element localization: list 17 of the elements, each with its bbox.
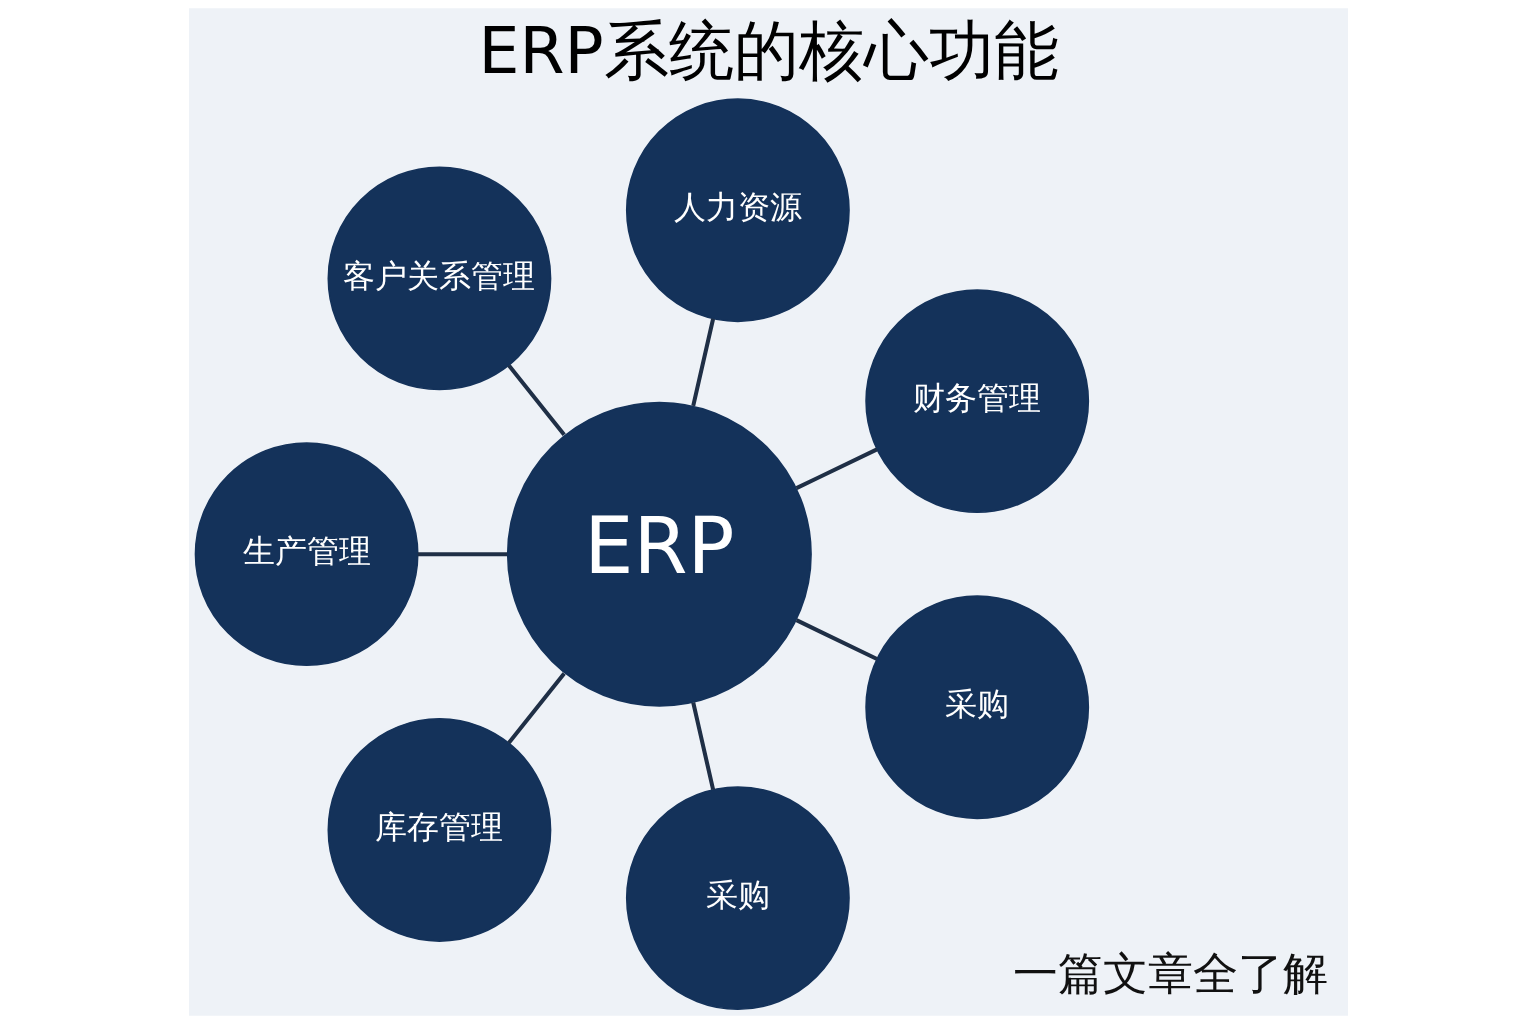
connector (795, 618, 878, 661)
connector (506, 364, 566, 437)
node-circle: 生产管理 (194, 442, 419, 667)
connector (417, 552, 507, 557)
node-circle: 客户关系管理 (327, 166, 551, 391)
node-circle: 采购 (625, 786, 850, 1011)
node-circle: 采购 (864, 595, 1089, 820)
connector (690, 702, 715, 791)
connector (795, 447, 878, 490)
node-circle: 库存管理 (327, 718, 551, 942)
connector (506, 672, 566, 745)
connector (690, 318, 715, 407)
node-circle: ERP (506, 401, 812, 707)
node-circle: 财务管理 (864, 289, 1089, 514)
diagram-title: ERP系统的核心功能 (477, 13, 1059, 89)
node-circle: 人力资源 (625, 98, 850, 323)
label: 一篇文章全了解 (1012, 946, 1328, 1000)
